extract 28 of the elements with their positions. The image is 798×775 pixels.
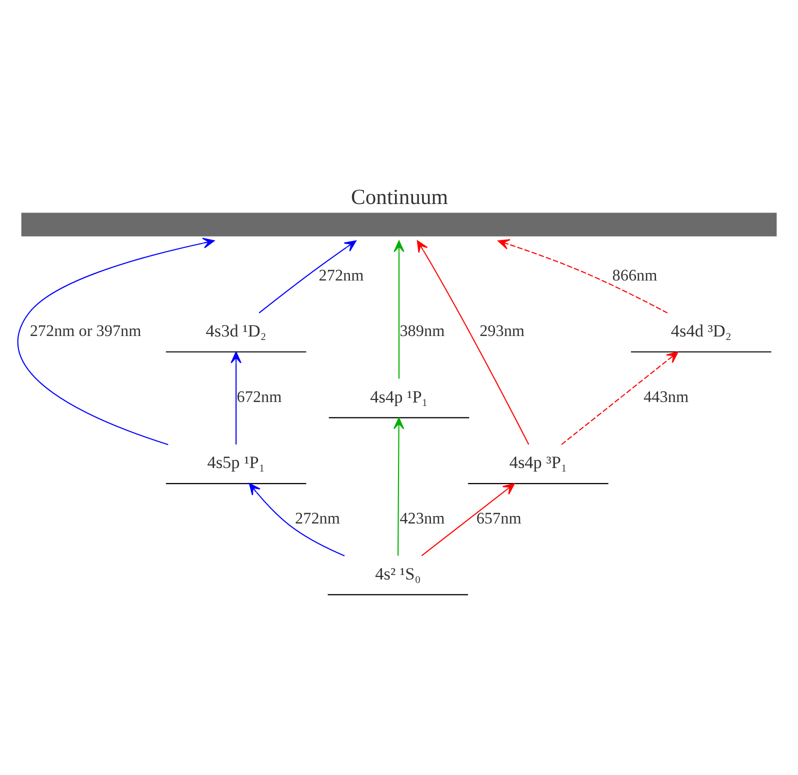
arrow	[394, 240, 404, 379]
node-text: 4s² ¹S₀	[375, 564, 421, 584]
edge-label: 672nm	[236, 389, 282, 406]
arrow	[421, 483, 515, 556]
edge-label: 657nm	[476, 510, 522, 528]
node-text: 4s5p ¹P₁	[207, 453, 265, 472]
arrow	[258, 240, 356, 314]
node-text: 4s4p ³P₁	[509, 453, 568, 472]
edge-label: 293nm	[480, 323, 525, 340]
edge-label: 272nm	[295, 510, 340, 528]
node-text: 4s3d ¹D₂	[206, 322, 266, 341]
arrow	[17, 238, 215, 446]
node-box	[21, 212, 777, 236]
edge-label: 866nm	[612, 268, 658, 285]
edge-label: 389nm	[400, 323, 445, 340]
arrow	[561, 352, 678, 445]
arrow	[248, 483, 345, 556]
node-label: Continuum	[350, 185, 448, 210]
node-text: 4s4p ¹P₁	[370, 387, 428, 406]
arrow	[230, 352, 242, 444]
arrow	[393, 417, 404, 556]
edge-label: 423nm	[400, 510, 445, 528]
node-text: 4s4d ³D₂	[670, 322, 732, 341]
edge-label: 272nm	[318, 268, 364, 285]
arrow	[498, 239, 668, 314]
edge-label: 443nm	[644, 389, 689, 406]
edge-label: 272nm or 397nm	[30, 323, 142, 340]
arrow	[416, 240, 530, 445]
